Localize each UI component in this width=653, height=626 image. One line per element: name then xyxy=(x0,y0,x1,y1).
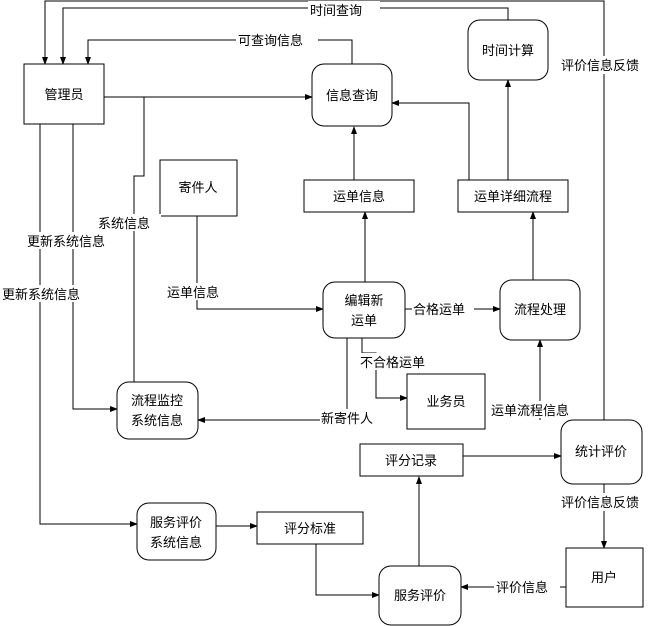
node-monitor-label-2: 系统信息 xyxy=(131,413,183,429)
node-edit-waybill xyxy=(322,281,406,339)
label-eval-info: 评价信息 xyxy=(496,580,548,596)
label-unqualified: 不合格运单 xyxy=(360,355,425,371)
label-queryable-info: 可查询信息 xyxy=(238,33,303,49)
edge-sender-to-edit xyxy=(196,216,324,312)
node-edit-waybill-label-1: 编辑新 xyxy=(344,293,383,309)
node-process-handle-label: 流程处理 xyxy=(514,303,566,318)
label-eval-feedback-bottom: 评价信息反馈 xyxy=(561,495,639,511)
node-time-calc xyxy=(467,19,549,81)
label-waybill-info: 运单信息 xyxy=(167,285,219,301)
node-eval-record xyxy=(359,443,464,477)
node-service-system xyxy=(136,502,217,561)
node-monitor xyxy=(116,381,199,440)
node-service-eval-label: 服务评价 xyxy=(394,588,446,604)
node-time-calc-label: 时间计算 xyxy=(482,44,534,59)
node-info-query xyxy=(311,63,393,127)
node-info-query-label: 信息查询 xyxy=(326,88,378,104)
edge-queryable-info xyxy=(85,39,353,65)
edge-time-query-a xyxy=(60,7,509,65)
node-admin-label: 管理员 xyxy=(44,88,83,103)
node-waybill-detail xyxy=(457,179,569,213)
node-stat-eval xyxy=(560,419,643,485)
node-eval-record-label: 评分记录 xyxy=(385,454,437,469)
edge-detail-to-query xyxy=(391,100,470,180)
edge-update-monitor xyxy=(72,124,118,412)
edge-system-info xyxy=(133,97,145,382)
nodes: 管理员 信息查询 时间计算 寄件人 运单信息 运单详细流程 编辑新 运单 流程处… xyxy=(23,19,644,626)
label-update-system-2: 更新系统信息 xyxy=(2,287,80,303)
node-sender xyxy=(159,159,238,217)
edge-std-to-eval xyxy=(315,544,380,598)
label-qualified: 合格运单 xyxy=(413,302,465,318)
label-waybill-flow-info: 运单流程信息 xyxy=(491,403,569,419)
edge-labels: 时间查询 可查询信息 评价信息反馈 系统信息 更新系统信息 更新系统信息 运单信… xyxy=(1,1,653,596)
node-edit-waybill-label-2: 运单 xyxy=(351,314,377,329)
edge-update-service xyxy=(39,124,138,527)
node-clerk-label: 业务员 xyxy=(426,394,465,410)
label-eval-feedback-top: 评价信息反馈 xyxy=(561,58,639,74)
node-service-eval xyxy=(378,565,462,626)
edge-new-sender xyxy=(197,338,348,423)
node-score-standard-label: 评分标准 xyxy=(284,522,336,537)
label-system-info: 系统信息 xyxy=(98,216,150,232)
label-new-sender: 新寄件人 xyxy=(321,411,373,427)
node-sender-label: 寄件人 xyxy=(178,180,217,196)
node-user-label: 用户 xyxy=(591,570,617,586)
node-clerk xyxy=(406,373,486,430)
node-process-handle xyxy=(499,279,581,341)
label-time-query: 时间查询 xyxy=(310,4,362,19)
node-admin xyxy=(23,63,105,125)
node-waybill-info-label: 运单信息 xyxy=(333,189,385,205)
node-stat-eval-label: 统计评价 xyxy=(575,445,627,460)
node-service-system-label-1: 服务评价 xyxy=(150,515,202,531)
node-score-standard xyxy=(256,511,364,545)
node-user xyxy=(565,547,644,608)
node-waybill-info xyxy=(303,179,415,213)
label-update-system-1: 更新系统信息 xyxy=(27,234,105,250)
node-monitor-label-1: 流程监控 xyxy=(131,394,183,409)
node-waybill-detail-label: 运单详细流程 xyxy=(474,190,552,205)
node-service-system-label-2: 系统信息 xyxy=(150,535,202,551)
